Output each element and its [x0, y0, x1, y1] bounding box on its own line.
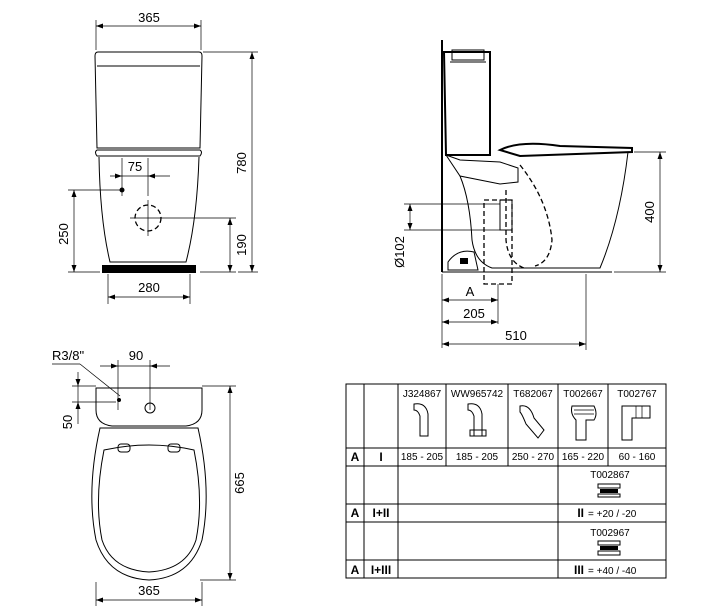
total-height-dimension: 780 — [234, 152, 249, 174]
outlet-diameter-dimension: Ø102 — [392, 236, 407, 268]
extension-iii-label: III — [574, 563, 584, 577]
code-ww965742: WW965742 — [451, 389, 504, 400]
dimension-a-label: A — [466, 284, 475, 299]
base-width-dimension: 280 — [138, 280, 160, 295]
left-hinge — [117, 443, 131, 453]
connector-pictogram-3 — [519, 405, 545, 439]
row2-label-a: A — [351, 506, 360, 520]
outlet-pipe-hidden — [483, 199, 513, 285]
seat-lid-side — [497, 142, 633, 158]
outlet-distance-dimension: 205 — [463, 306, 485, 321]
range-t682067: 250 - 270 — [512, 452, 555, 463]
connector-pictogram-2 — [467, 403, 487, 437]
inlet-offset-dimension: 75 — [128, 159, 142, 174]
front-view: 365 75 250 190 — [56, 10, 258, 304]
row3-option: I+III — [371, 563, 391, 577]
base-plate — [102, 265, 196, 273]
cistern-coupling — [444, 154, 519, 185]
right-hinge — [167, 443, 181, 453]
code-t002967: T002967 — [590, 528, 630, 539]
range-ww965742: 185 - 205 — [456, 452, 499, 463]
range-t002767: 60 - 160 — [619, 452, 656, 463]
seat-height-dimension: 400 — [642, 201, 657, 223]
inlet-point — [117, 398, 121, 402]
width-dimension-bottom: 365 — [138, 583, 160, 598]
extension-piece-ii — [597, 483, 621, 498]
range-t002667: 165 - 220 — [562, 452, 605, 463]
connector-pictogram-1 — [413, 403, 429, 437]
code-t002867: T002867 — [590, 470, 630, 481]
row1-label-a: A — [351, 450, 360, 464]
inlet-spacing-dimension: 90 — [129, 348, 143, 363]
extension-iii-range: = +40 / -40 — [588, 566, 637, 577]
code-t002767: T002767 — [617, 389, 657, 400]
outlet-height-dimension: 190 — [234, 234, 249, 256]
bowl-side-outline — [459, 151, 629, 269]
extension-ii-range: = +20 / -20 — [588, 509, 637, 520]
seat-edge — [95, 149, 202, 157]
lid-top-outline — [97, 444, 201, 573]
bowl-top-outline — [91, 427, 207, 581]
extension-ii-label: II — [577, 506, 584, 520]
code-t682067: T682067 — [513, 389, 553, 400]
front-width-dimension: 365 — [138, 10, 160, 25]
extension-piece-iii — [597, 540, 621, 556]
trapway-hidden — [519, 164, 553, 267]
connector-pictogram-4 — [571, 405, 597, 441]
cistern-outline — [94, 51, 203, 149]
code-t002667: T002667 — [563, 389, 603, 400]
total-depth-dimension: 510 — [505, 328, 527, 343]
connector-table: J324867 WW965742 T682067 T002667 T002767 — [345, 383, 667, 579]
cistern-side — [442, 51, 491, 156]
inlet-depth-dimension: 50 — [60, 415, 75, 429]
range-j324867: 185 - 205 — [401, 452, 444, 463]
row3-label-a: A — [351, 563, 360, 577]
thread-size-label: R3/8" — [52, 348, 84, 363]
side-view: 400 Ø102 A 205 510 — [392, 40, 666, 350]
code-j324867: J324867 — [403, 389, 442, 400]
inlet-height-dimension: 250 — [56, 223, 71, 245]
top-view: R3/8" 90 50 665 — [52, 348, 247, 606]
row1-option: I — [379, 450, 382, 464]
cistern-top-outline — [95, 387, 203, 427]
bowl-outline — [98, 156, 200, 263]
floor-bracket — [447, 250, 479, 271]
row2-option: I+II — [372, 506, 389, 520]
length-dimension: 665 — [232, 472, 247, 494]
flush-button — [144, 402, 156, 414]
connector-pictogram-5 — [621, 405, 651, 441]
